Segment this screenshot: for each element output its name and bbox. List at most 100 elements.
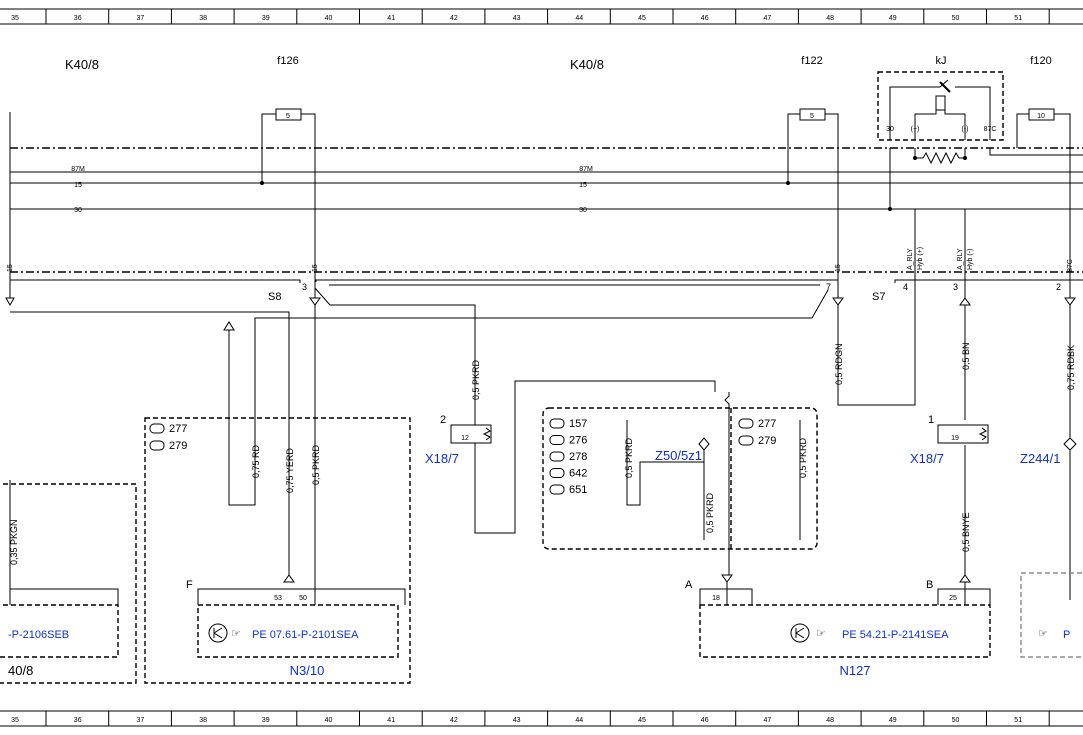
x18-left-pin: 12 (461, 435, 469, 442)
code-tag-icon (738, 418, 754, 429)
code-tag-label: 277 (758, 418, 776, 430)
bus-87m-label: 87M (71, 166, 85, 173)
x18-left-label: X18/7 (425, 451, 459, 466)
ruler-column-label: 35 (11, 15, 19, 22)
relay-pin-30: 30 (886, 126, 894, 133)
conn-tag-arly-plus: A_RLY (907, 248, 914, 270)
ruler-column-label: 47 (764, 15, 772, 22)
ruler-column-label: 42 (450, 15, 458, 22)
pointing-hand-icon: ☞ (1038, 628, 1048, 640)
code-tag-icon (549, 451, 565, 462)
ruler-column-label: 48 (826, 717, 834, 724)
wire-labels: 0,35 PKGN 0,75 RD 0,75 YERD 0,5 PKRD 0,5… (9, 342, 1076, 565)
output-wires: 15 15 15 A_RLY Hyb (+) A_RLY Hyb (-) 87C (7, 112, 1074, 300)
ruler-column-label: 39 (262, 717, 270, 724)
code-tag-icon (549, 484, 565, 495)
wire-label: 0,5 BNYE (961, 512, 971, 552)
conn-tag-hyb-minus: Hyb (-) (967, 249, 974, 270)
bus-15-label: 15 (74, 182, 82, 189)
ruler-column-label: 38 (199, 717, 207, 724)
ruler-column-label: 43 (513, 717, 521, 724)
ruler-column-label: 49 (889, 717, 897, 724)
conn-tag-arly-minus: A_RLY (957, 248, 964, 270)
f120-label: f120 (1030, 55, 1051, 67)
code-tag-label: 642 (569, 468, 587, 480)
fuse-f126: 5 (261, 108, 316, 148)
kj-label: kJ (936, 55, 947, 67)
f122-label: f122 (801, 55, 822, 67)
ruler-column-label: 51 (1014, 15, 1022, 22)
ruler-column-label: 48 (826, 15, 834, 22)
ruler-column-label: 50 (952, 15, 960, 22)
fuse-f122-rating: 5 (810, 113, 814, 120)
code-tag-label: 279 (758, 435, 776, 447)
z244-label: Z244/1 (1020, 451, 1060, 466)
ruler-column-label: 44 (575, 717, 583, 724)
wire-label: 0,35 PKGN (9, 519, 19, 565)
ruler-column-label: 37 (137, 15, 145, 22)
bus-87m-label: 87M (579, 166, 593, 173)
ruler-column-label: 46 (701, 717, 709, 724)
wire-label: 0,5 PKRD (471, 359, 481, 400)
wire-label: 0,75 RD (251, 444, 261, 478)
ruler-column-label: 46 (701, 15, 709, 22)
relay-pin-minus: (-) (962, 126, 969, 133)
x18-right-number: 1 (928, 414, 934, 426)
ruler-column-label: 39 (262, 15, 270, 22)
wire-label: 0,5 PKRD (311, 444, 321, 485)
wire-label: 0,5 BN (961, 342, 971, 370)
bus-15-label: 15 (579, 182, 587, 189)
n127-doc-ref: PE 54.21-P-2141SEA (842, 629, 949, 641)
s8-pin-7: 7 (826, 282, 831, 292)
code-tag-icon (549, 418, 565, 429)
connector-x18-right: 1 19 X18/7 (910, 414, 989, 466)
n3-doc-ref: PE 07.61-P-2101SEA (252, 629, 359, 641)
transistor-icon (790, 623, 810, 643)
s7-pin-2: 2 (1056, 282, 1061, 292)
n127-pin-18: 18 (712, 595, 720, 602)
relay-pin-plus: (+) (911, 126, 920, 133)
code-tag-label: 278 (569, 451, 587, 463)
s8-pin-3: 3 (302, 282, 307, 292)
conn-tag-15: 15 (835, 264, 842, 272)
s7-pin-4: 4 (903, 282, 908, 292)
code-tag-label: 277 (169, 423, 187, 435)
power-buses: 87M 15 30 87M 15 30 (10, 148, 1083, 214)
left-module-label: 40/8 (8, 663, 33, 678)
ruler-column-label: 38 (199, 15, 207, 22)
ruler-column-label: 45 (638, 717, 646, 724)
fuse-f126-rating: 5 (286, 113, 290, 120)
conn-tag-87c: 87C (1067, 259, 1074, 272)
ruler-column-label: 41 (387, 717, 395, 724)
connector-arrows (5, 297, 1076, 583)
ruler-column-label: 49 (889, 15, 897, 22)
k40-left-label: K40/8 (65, 57, 99, 72)
module-right-partial: ☞ P (1020, 572, 1083, 658)
splice-z244: Z244/1 (1020, 437, 1077, 466)
relay-kj: 30 (+) (-) 87C (877, 71, 1004, 141)
x18-right-pin: 19 (951, 435, 959, 442)
ruler-column-label: 40 (325, 15, 333, 22)
s7-pin-3: 3 (953, 282, 958, 292)
ruler-column-label: 50 (952, 717, 960, 724)
connector-s7: S7 4 3 2 (872, 279, 1083, 303)
ruler-column-label: 51 (1014, 717, 1022, 724)
n127-pin-25: 25 (949, 595, 957, 602)
ruler-column-label: 36 (74, 717, 82, 724)
n3-pin-53: 53 (274, 595, 282, 602)
s7-label: S7 (872, 291, 885, 303)
fuse-f120: 10 (1016, 108, 1071, 148)
k40-mid-label: K40/8 (570, 57, 604, 72)
n127-label: N127 (839, 663, 870, 678)
ruler-column-label: 45 (638, 15, 646, 22)
pointing-hand-icon: ☞ (231, 628, 241, 640)
transistor-icon (208, 623, 228, 643)
wire-label: 0,5 PKRD (798, 437, 808, 478)
fuse-f122: 5 (787, 108, 839, 148)
